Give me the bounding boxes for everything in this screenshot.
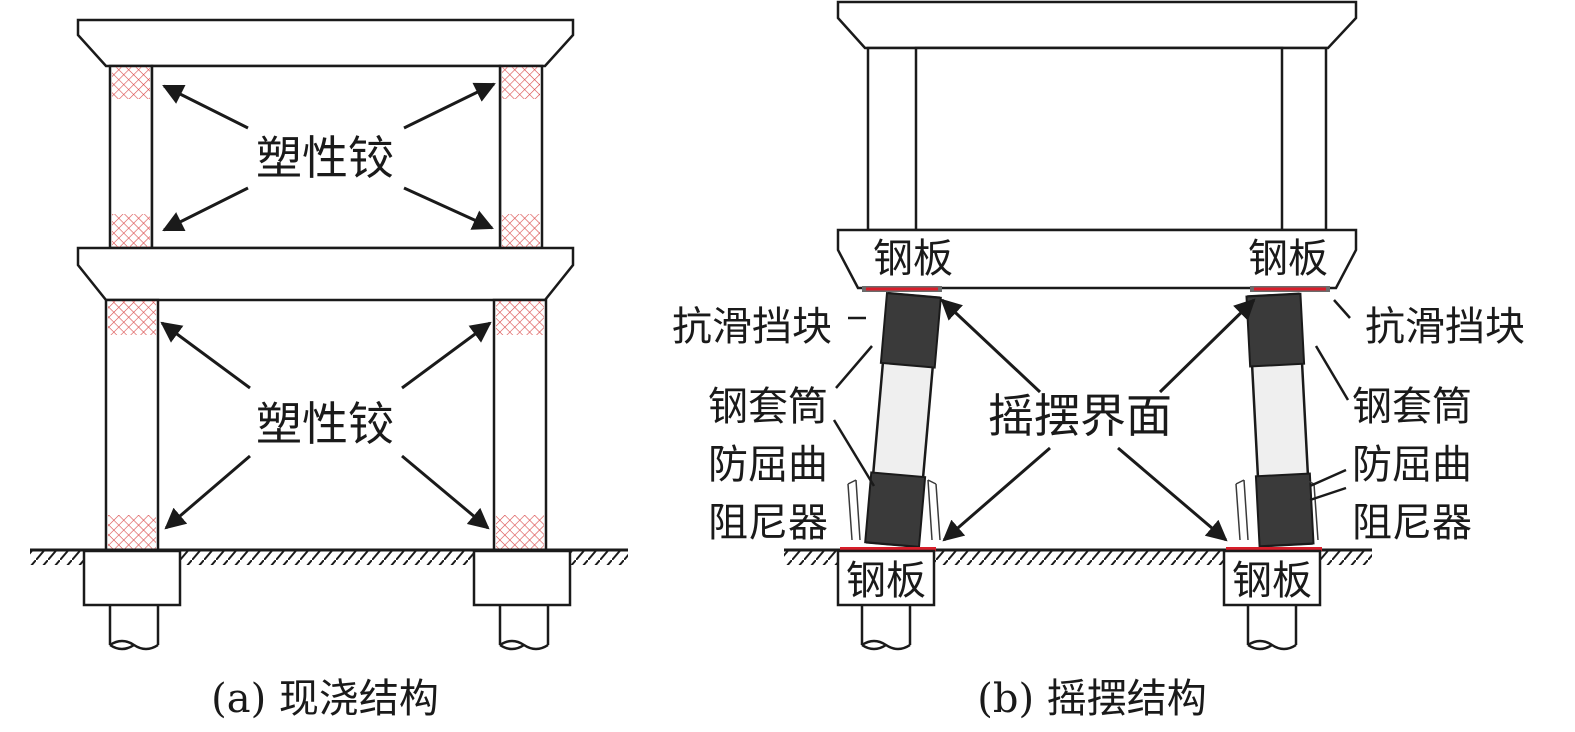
leader-line <box>832 419 876 487</box>
steel-sleeve-label-right: 钢套筒 <box>1352 384 1472 430</box>
damper-label-right: 阻尼器 <box>1352 500 1472 546</box>
hinge-hatch <box>108 515 156 549</box>
panel-a-caption: (a) 现浇结构 <box>211 676 439 722</box>
hinge-hatch <box>108 301 156 335</box>
hinge-hatch <box>496 301 544 335</box>
panel-a-lower-left-column <box>104 298 160 552</box>
panel-a-right-pile <box>498 605 550 651</box>
rocking-interface-label: 摇摆界面 <box>988 389 1172 443</box>
hinge-hatch <box>502 214 540 247</box>
buckling-restrained-damper-left <box>847 479 941 541</box>
right-rocking-column <box>1245 292 1315 548</box>
arrow <box>403 186 494 230</box>
buckling-restrained-label-right: 防屈曲 <box>1352 442 1472 488</box>
panel-a-right-footing <box>472 549 572 607</box>
panel-b-lower-cap-beam <box>836 228 1358 290</box>
leader-line <box>835 345 873 389</box>
left-rocking-column <box>864 291 942 549</box>
panel-b-caption: (b) 摇摆结构 <box>977 676 1207 722</box>
panel-a-cast-in-place: 塑性铰 塑性铰 (a) 现浇结构 <box>30 18 628 722</box>
panel-b-right-pile <box>1246 605 1298 651</box>
panel-a-top-cap-beam <box>76 18 575 68</box>
steel-sleeve-top <box>1245 292 1306 368</box>
anti-slip-block-label-left: 抗滑挡块 <box>672 304 832 350</box>
steel-sleeve-bottom <box>1254 472 1315 548</box>
hinge-hatch <box>112 214 150 247</box>
leader-line <box>1333 299 1351 319</box>
panel-a-left-pile <box>108 605 160 651</box>
panel-b-top-cap-beam <box>836 0 1358 50</box>
hinge-hatch <box>112 67 150 99</box>
plastic-hinge-label-upper: 塑性铰 <box>256 131 394 185</box>
leader-line <box>1314 345 1350 401</box>
panel-a-lower-right-column <box>492 298 548 552</box>
steel-plate-label-top-left: 钢板 <box>873 236 953 282</box>
arrow <box>1158 298 1256 394</box>
panel-b-upper-opening <box>914 46 1284 232</box>
anti-slip-block-label-right: 抗滑挡块 <box>1365 304 1525 350</box>
damper-label-left: 阻尼器 <box>708 500 828 546</box>
arrow <box>160 321 251 390</box>
panel-b-right-footing <box>1222 549 1322 607</box>
steel-sleeve-top <box>879 292 942 369</box>
arrow <box>1117 446 1228 542</box>
steel-sleeve-label-left: 钢套筒 <box>708 384 828 430</box>
arrow <box>162 84 249 130</box>
steel-sleeve-bottom <box>864 471 927 548</box>
steel-plate-label-top-right: 钢板 <box>1248 236 1328 282</box>
arrow <box>942 446 1051 542</box>
arrow <box>403 82 496 130</box>
hinge-hatch <box>496 515 544 549</box>
panel-a-left-footing <box>82 549 182 607</box>
arrow <box>162 186 249 232</box>
panel-b-rocking: 钢板 钢板 抗滑挡块 抗滑挡块 钢套筒 钢套筒 防屈曲 防屈曲 阻尼器 阻尼器 … <box>672 0 1525 722</box>
leader-line <box>1309 468 1347 502</box>
buckling-restrained-damper-right <box>1235 479 1319 541</box>
panel-b-left-footing <box>836 549 936 607</box>
panel-a-upper-opening <box>150 64 502 250</box>
steel-plate-label-bottom-right: 钢板 <box>1232 558 1312 604</box>
panel-b-left-pile <box>860 605 912 651</box>
plastic-hinge-label-lower: 塑性铰 <box>256 397 394 451</box>
arrow <box>164 454 251 530</box>
buckling-restrained-label-left: 防屈曲 <box>708 442 828 488</box>
arrow <box>401 454 490 530</box>
steel-plate-label-bottom-left: 钢板 <box>846 558 926 604</box>
panel-a-middle-cap-beam <box>76 246 575 302</box>
arrow <box>401 321 492 390</box>
arrow <box>940 298 1042 394</box>
hinge-hatch <box>502 67 540 99</box>
